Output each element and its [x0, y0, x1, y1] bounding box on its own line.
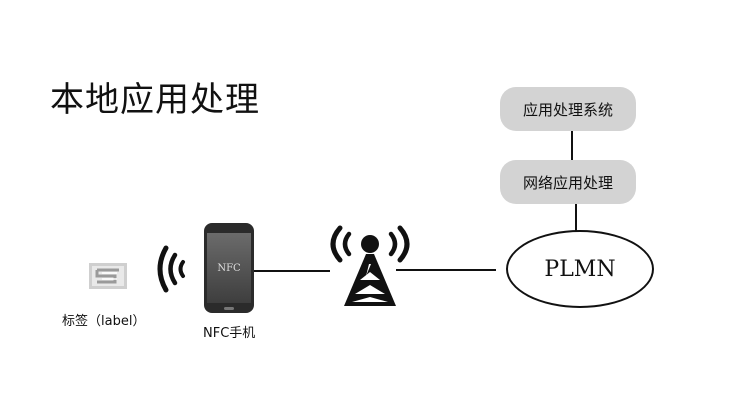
tag-label: 标签（label） [62, 314, 146, 329]
plmn-node: PLMN [506, 230, 654, 308]
phone-home-button [224, 307, 234, 310]
signal-waves-icon [157, 245, 185, 293]
phone-screen: NFC [207, 233, 251, 303]
nfc-tag-icon [89, 263, 127, 289]
page-title: 本地应用处理 [50, 80, 260, 120]
phone-label: NFC手机 [203, 326, 256, 341]
app-processing-system-node: 应用处理系统 [500, 87, 636, 131]
connector-network-to-plmn [575, 204, 577, 232]
connector-tower-to-plmn [396, 269, 496, 271]
cell-tower-icon [330, 225, 410, 306]
network-processing-node: 网络应用处理 [500, 160, 636, 204]
smartphone-icon: NFC [204, 223, 254, 313]
connector-phone-to-tower [254, 270, 330, 272]
connector-app-to-network [571, 131, 573, 160]
